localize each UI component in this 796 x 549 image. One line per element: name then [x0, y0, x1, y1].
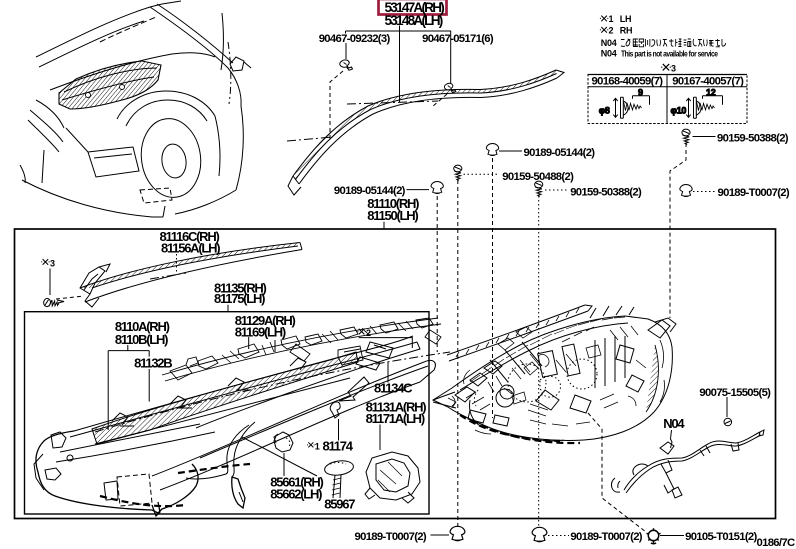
svg-text:RH: RH [620, 25, 632, 35]
svg-text:2: 2 [609, 25, 614, 35]
svg-text:12: 12 [706, 87, 716, 97]
svg-text:N04: N04 [663, 416, 685, 431]
svg-text:90189-05144(2): 90189-05144(2) [334, 185, 406, 197]
svg-text:φ8: φ8 [599, 106, 610, 116]
svg-text:90189-T0007(2): 90189-T0007(2) [355, 531, 427, 543]
svg-text:81171A(LH): 81171A(LH) [366, 411, 425, 426]
svg-text:85967: 85967 [324, 497, 355, 512]
svg-text:90075-15505(5): 90075-15505(5) [699, 387, 771, 399]
svg-text:0186/7C: 0186/7C [757, 537, 795, 549]
svg-text:81175(LH): 81175(LH) [214, 291, 265, 306]
svg-text:81156A(LH): 81156A(LH) [161, 240, 220, 255]
svg-text:81135(RH): 81135(RH) [214, 281, 267, 296]
svg-text:90189-05144(2): 90189-05144(2) [524, 147, 596, 159]
svg-text:8110A(RH): 8110A(RH) [115, 319, 170, 334]
svg-text:53148A(LH): 53148A(LH) [385, 13, 443, 28]
svg-text:3: 3 [671, 63, 676, 73]
svg-text:1: 1 [609, 14, 614, 24]
svg-text:81110(RH): 81110(RH) [367, 196, 419, 211]
svg-text:81131A(RH): 81131A(RH) [366, 400, 427, 415]
svg-text:8110B(LH): 8110B(LH) [115, 332, 168, 347]
svg-text:N04: N04 [601, 49, 617, 59]
svg-text:81174: 81174 [323, 439, 354, 454]
svg-text:90105-T0151(2): 90105-T0151(2) [685, 531, 757, 543]
svg-text:81116C(RH): 81116C(RH) [160, 229, 220, 244]
svg-text:81150(LH): 81150(LH) [367, 208, 418, 223]
svg-text:81169(LH): 81169(LH) [235, 324, 286, 339]
svg-text:LH: LH [620, 14, 631, 24]
svg-text:90159-50388(2): 90159-50388(2) [717, 132, 789, 144]
svg-text:2: 2 [366, 328, 371, 338]
svg-text:90159-50388(2): 90159-50388(2) [570, 186, 642, 198]
svg-text:90168-40059(7): 90168-40059(7) [592, 76, 664, 88]
svg-text:81134C: 81134C [374, 381, 413, 396]
svg-text:53147A(RH): 53147A(RH) [385, 0, 445, 15]
svg-text:81129A(RH): 81129A(RH) [235, 313, 296, 328]
svg-text:85661(RH): 85661(RH) [270, 475, 323, 490]
svg-text:1: 1 [315, 442, 320, 452]
svg-text:9: 9 [638, 87, 643, 97]
svg-text:81132B: 81132B [134, 356, 172, 371]
svg-text:85662(LH): 85662(LH) [270, 486, 322, 501]
svg-text:90167-40057(7): 90167-40057(7) [672, 76, 744, 88]
svg-text:90189-T0007(2): 90189-T0007(2) [718, 187, 790, 199]
svg-text:90467-09232(3): 90467-09232(3) [319, 33, 391, 45]
svg-text:90189-T0007(2): 90189-T0007(2) [570, 531, 642, 543]
svg-text:N04: N04 [601, 38, 617, 48]
svg-text:90159-50488(2): 90159-50488(2) [502, 171, 574, 183]
svg-text:3: 3 [50, 259, 55, 269]
svg-text:90467-05171(6): 90467-05171(6) [422, 33, 494, 45]
svg-text:φ10: φ10 [671, 106, 687, 116]
svg-text:This part is not available for: This part is not available for service [621, 49, 718, 59]
